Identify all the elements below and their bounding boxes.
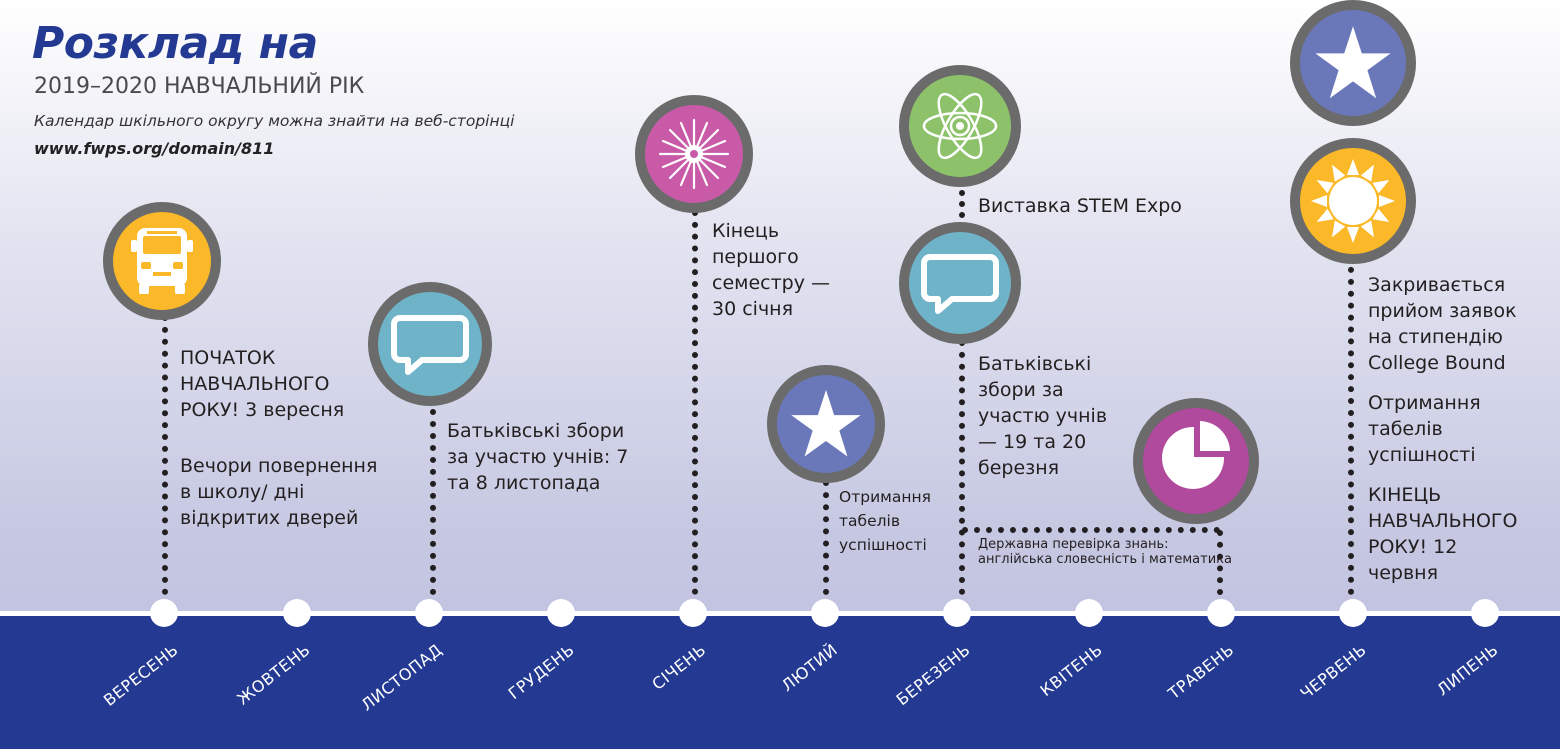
connector-stem: [959, 190, 965, 218]
calendar-link[interactable]: www.fwps.org/domain/811: [34, 139, 275, 158]
event-mar-stem-expo: Виставка STEM Expo: [978, 195, 1182, 217]
timeline-node: [283, 599, 311, 627]
timeline-node: [1207, 599, 1235, 627]
timeline-node: [943, 599, 971, 627]
page-subtitle: 2019–2020 НАВЧАЛЬНИЙ РІК: [34, 74, 365, 99]
snowflake-icon: [635, 95, 753, 213]
timeline-node: [811, 599, 839, 627]
calendar-note: Календар шкільного округу можна знайти н…: [34, 112, 515, 130]
event-jun-report-cards: Отримання табелів успішності: [1368, 392, 1481, 466]
event-jun-scholarship: Закривається прийом заявок на стипендію …: [1368, 274, 1517, 374]
connector-may: [1217, 530, 1223, 595]
timeline-node: [679, 599, 707, 627]
event-sep-open-house: Вечори повернення в школу/ дні відкритих…: [180, 455, 378, 529]
timeline-node: [415, 599, 443, 627]
connector-state-test: [962, 527, 1220, 533]
event-jan-semester-end: Кінець першого семестру — 30 січня: [712, 220, 831, 320]
event-sep-start: ПОЧАТОК НАВЧАЛЬНОГО РОКУ! 3 вересня: [180, 347, 345, 421]
connector-jun: [1348, 255, 1354, 595]
connector-feb: [823, 480, 829, 595]
timeline-node: [1339, 599, 1367, 627]
sun-icon: [1290, 138, 1416, 264]
pie-chart-icon: [1133, 398, 1259, 524]
speech-bubble-icon: [899, 222, 1021, 344]
timeline-node: [1075, 599, 1103, 627]
event-nov-conferences: Батьківські збори за участю учнів: 7 та …: [447, 420, 629, 494]
event-feb-report-cards: Отримання табелів успішності: [839, 488, 931, 554]
timeline-node: [1471, 599, 1499, 627]
event-mar-conferences: Батьківські збори за участю учнів — 19 т…: [978, 353, 1108, 479]
page-title: Розклад на: [32, 18, 318, 69]
connector-sep: [162, 315, 168, 595]
event-state-test: Державна перевірка знань: англійська сло…: [978, 537, 1232, 567]
connector-jan: [692, 210, 698, 595]
timeline-band: [0, 613, 1560, 749]
school-bus-icon: [103, 202, 221, 320]
event-jun-year-end: КІНЕЦЬ НАВЧАЛЬНОГО РОКУ! 12 червня: [1368, 484, 1518, 584]
speech-bubble-icon: [368, 282, 492, 406]
connector-mar: [959, 340, 965, 595]
timeline-node: [547, 599, 575, 627]
atom-icon: [899, 65, 1021, 187]
timeline-rule: [0, 611, 1560, 616]
star-icon: [767, 365, 885, 483]
timeline-node: [150, 599, 178, 627]
connector-nov: [430, 385, 436, 595]
star-icon: [1290, 0, 1416, 126]
